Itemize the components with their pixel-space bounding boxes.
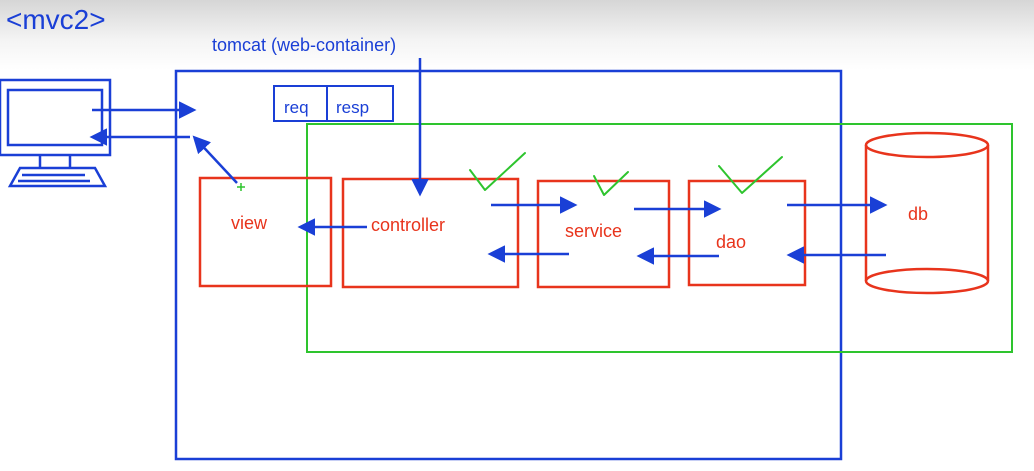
diagram-title: <mvc2> (6, 4, 106, 35)
application-region-box (306, 123, 1013, 353)
plus-mark (237, 183, 245, 191)
view-label: view (231, 213, 268, 233)
req-resp-box (273, 85, 394, 122)
resp-label: resp (336, 98, 370, 117)
view-box (198, 176, 333, 288)
arrow-view-to-response (192, 135, 238, 184)
dao-label: dao (716, 232, 747, 252)
check-mark-icon (469, 152, 526, 191)
dao-box (687, 179, 807, 287)
computer-icon (0, 78, 112, 188)
check-mark-icon (593, 171, 629, 196)
check-mark-icon (718, 156, 783, 194)
db-cylinder (864, 131, 990, 295)
web-container-box (174, 69, 843, 461)
db-label: db (908, 204, 929, 224)
web-container-label: tomcat (web-container) (212, 35, 397, 55)
req-label: req (284, 98, 309, 117)
service-box (536, 179, 671, 289)
service-label: service (565, 221, 623, 241)
controller-box (341, 177, 520, 289)
controller-label: controller (371, 215, 446, 235)
